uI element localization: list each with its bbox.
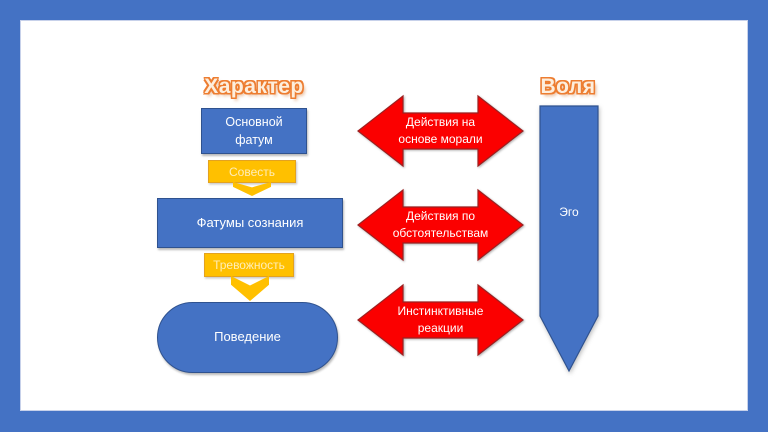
double-arrow-icon [357, 188, 524, 262]
node-behavior: Поведение [157, 302, 338, 373]
double-arrow-circumstances-label: Действия по обстоятельствам [392, 209, 489, 240]
node-ego-label: Эго [559, 205, 579, 219]
down-arrow-icon [539, 105, 599, 373]
double-arrow-circumstances: Действия по обстоятельствам [357, 188, 524, 262]
node-conscience: Совесть [208, 160, 296, 183]
double-arrow-instinctive-label: Инстинктивные реакции [397, 304, 484, 335]
node-main-fatum: Основной фатум [201, 108, 307, 154]
double-arrow-instinctive: Инстинктивные реакции [357, 283, 524, 357]
node-ego: Эго [539, 105, 599, 373]
section-title-character: Характер [204, 75, 304, 98]
node-anxiety: Тревожность [204, 253, 294, 277]
down-arrow-connector-icon [231, 276, 269, 301]
node-consciousness-fatums-label: Фатумы сознания [196, 214, 304, 230]
node-consciousness-fatums: Фатумы сознания [157, 198, 343, 248]
node-conscience-label: Совесть [228, 164, 275, 179]
double-arrow-icon [357, 283, 524, 357]
double-arrow-morality-label: Действия на основе морали [398, 115, 483, 146]
double-arrow-morality: Действия на основе морали [357, 94, 524, 168]
double-arrow-icon [357, 94, 524, 168]
node-main-fatum-label: Основной фатум [225, 114, 283, 147]
slide-canvas: Характер Воля Основной фатум Совесть Фат… [20, 20, 748, 411]
section-title-will: Воля [540, 75, 596, 98]
node-behavior-label: Поведение [214, 329, 281, 345]
down-arrow-connector-icon [233, 182, 271, 196]
node-anxiety-label: Тревожность [213, 258, 285, 272]
